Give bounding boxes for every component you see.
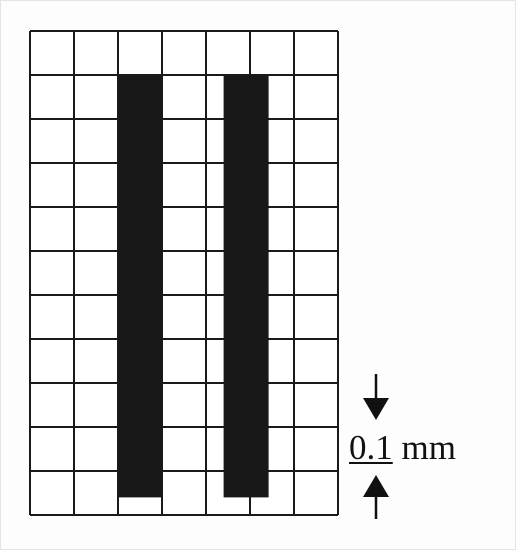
scale-unit: mm: [401, 428, 456, 467]
scale-value: 0.1: [349, 428, 393, 467]
scale-bottom-arrowhead: [363, 475, 389, 497]
bars: [118, 75, 269, 498]
scale-label: 0.1 mm: [349, 430, 456, 465]
scale-top-arrowhead: [363, 398, 389, 420]
left-bar: [118, 75, 163, 498]
grid-background: [30, 31, 338, 515]
right-bar: [223, 75, 269, 498]
scale-indicator: [363, 374, 389, 519]
